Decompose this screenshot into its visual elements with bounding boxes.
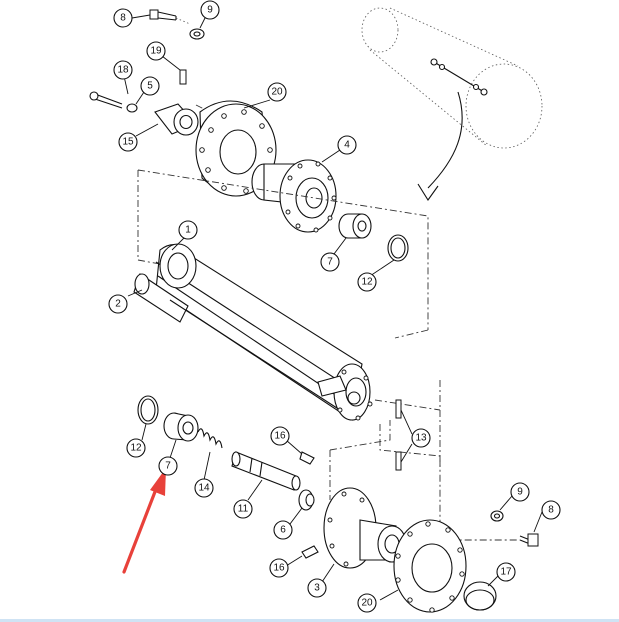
leader-lines — [123, 14, 543, 601]
pins-13 — [395, 399, 413, 471]
callout-12-lower: 12 — [126, 438, 146, 458]
tube-assembly — [133, 243, 373, 421]
svg-text:16: 16 — [274, 431, 286, 442]
svg-text:20: 20 — [271, 87, 283, 98]
svg-text:4: 4 — [344, 140, 350, 151]
callout-13: 13 — [411, 428, 431, 448]
svg-text:12: 12 — [130, 443, 142, 454]
bolt-8-upper — [149, 9, 191, 25]
svg-text:9: 9 — [517, 487, 523, 498]
callout-15: 15 — [118, 132, 138, 152]
svg-text:20: 20 — [361, 598, 373, 609]
svg-text:12: 12 — [361, 277, 373, 288]
svg-text:19: 19 — [150, 46, 162, 57]
lower-hub-assembly — [323, 487, 539, 613]
callout-17: 17 — [496, 562, 516, 582]
callout-8-upper: 8 — [113, 8, 133, 28]
svg-text:17: 17 — [500, 567, 512, 578]
svg-text:16: 16 — [273, 563, 285, 574]
svg-text:9: 9 — [207, 5, 213, 16]
callout-12-upper: 12 — [357, 272, 377, 292]
callout-16-lower: 16 — [269, 558, 289, 578]
callout-18: 18 — [113, 60, 133, 80]
svg-text:11: 11 — [238, 504, 249, 515]
lower-left-parts — [137, 395, 319, 559]
callout-9-upper: 9 — [200, 0, 220, 20]
callout-4: 4 — [337, 135, 357, 155]
callout-16-upper: 16 — [270, 426, 290, 446]
svg-text:7: 7 — [327, 257, 333, 268]
callout-9-lower: 9 — [510, 482, 530, 502]
svg-text:15: 15 — [122, 137, 134, 148]
callout-6: 6 — [273, 520, 293, 540]
svg-text:8: 8 — [548, 505, 554, 516]
svg-text:18: 18 — [117, 65, 129, 76]
phantom-lines — [137, 169, 520, 541]
bottom-rule — [0, 619, 619, 622]
callout-7-upper: 7 — [320, 252, 340, 272]
upper-end-assembly — [89, 9, 409, 262]
callout-14: 14 — [194, 478, 214, 498]
callout-19: 19 — [146, 41, 166, 61]
drum-assembly — [361, 7, 543, 201]
svg-text:2: 2 — [115, 299, 121, 310]
callout-2: 2 — [108, 294, 128, 314]
svg-text:1: 1 — [185, 225, 191, 236]
callout-3: 3 — [307, 578, 327, 598]
hub-4 — [251, 159, 337, 233]
svg-text:13: 13 — [415, 433, 427, 444]
callout-8-lower: 8 — [541, 500, 561, 520]
svg-text:6: 6 — [280, 525, 286, 536]
callout-1: 1 — [178, 220, 198, 240]
svg-text:3: 3 — [314, 583, 320, 594]
svg-text:8: 8 — [120, 13, 126, 24]
pointer-arrow — [122, 468, 166, 574]
svg-text:5: 5 — [147, 81, 153, 92]
callout-20-upper: 20 — [267, 82, 287, 102]
callout-7-lower: 7 — [158, 456, 178, 476]
svg-text:7: 7 — [165, 461, 171, 472]
callout-20-lower: 20 — [357, 593, 377, 613]
callout-5: 5 — [140, 76, 160, 96]
svg-text:14: 14 — [198, 483, 210, 494]
callout-11: 11 — [233, 499, 253, 519]
